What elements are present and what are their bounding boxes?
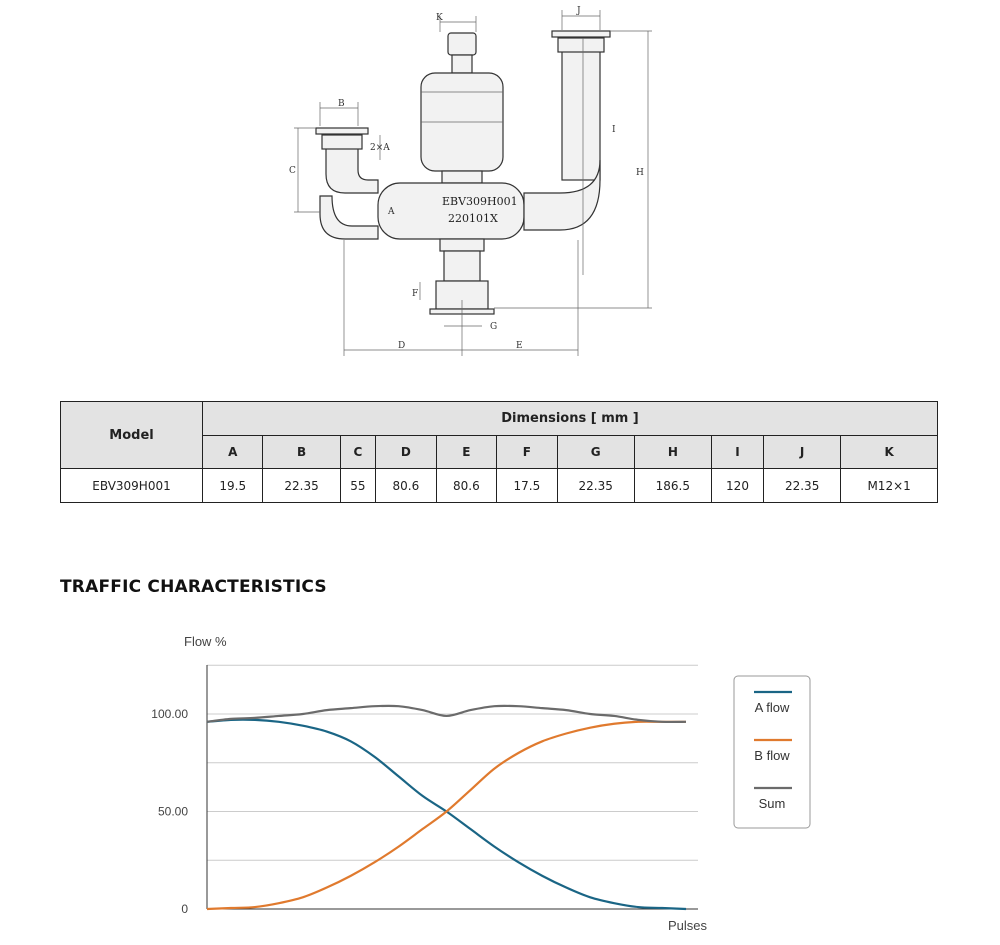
legend-label: A flow bbox=[755, 700, 790, 715]
col-header-c: C bbox=[339, 434, 377, 469]
table-row: EBV309H001 19.5 22.35 55 80.6 80.6 17.5 … bbox=[60, 468, 938, 503]
left-pipe bbox=[315, 127, 379, 240]
series-line-b-flow bbox=[206, 720, 686, 911]
actuator bbox=[420, 32, 504, 184]
cell-a: 19.5 bbox=[201, 468, 264, 503]
dim-label-k: K bbox=[436, 13, 443, 23]
cell-d: 80.6 bbox=[375, 468, 437, 503]
col-header-h: H bbox=[633, 434, 712, 469]
series-line-a-flow bbox=[206, 718, 687, 911]
cell-k: M12×1 bbox=[840, 468, 938, 503]
cell-j: 22.35 bbox=[763, 468, 842, 503]
dim-label-d: D bbox=[398, 341, 405, 351]
y-tick-label: 50.00 bbox=[158, 805, 188, 819]
dimension-lines bbox=[294, 10, 652, 356]
cell-i: 120 bbox=[710, 468, 765, 503]
col-header-g: G bbox=[556, 434, 635, 469]
cell-e: 80.6 bbox=[435, 468, 498, 503]
valve-technical-drawing: EBV309H001 220101X K J B C 2×A A I H F G… bbox=[289, 6, 652, 356]
model-header: Model bbox=[60, 401, 203, 469]
dim-label-g: G bbox=[490, 322, 497, 332]
dim-label-e: E bbox=[516, 341, 523, 351]
y-axis-label: Flow % bbox=[184, 634, 227, 649]
model-marking: EBV309H001 bbox=[442, 195, 518, 208]
dim-label-b: B bbox=[338, 99, 345, 109]
cell-h: 186.5 bbox=[633, 468, 712, 503]
dim-label-a: A bbox=[387, 207, 395, 217]
cell-c: 55 bbox=[339, 468, 377, 503]
legend-label: B flow bbox=[754, 748, 790, 763]
dim-label-c: C bbox=[289, 166, 296, 176]
col-header-i: I bbox=[710, 434, 765, 469]
grid-lines bbox=[207, 664, 698, 910]
dim-label-f: F bbox=[412, 289, 418, 299]
col-header-e: E bbox=[435, 434, 498, 469]
y-tick-label: 100.00 bbox=[151, 707, 188, 721]
col-header-d: D bbox=[375, 434, 437, 469]
col-header-b: B bbox=[262, 434, 341, 469]
dimensions-table: Model Dimensions [ mm ] A B C D E F G H … bbox=[60, 401, 938, 503]
dim-label-i: I bbox=[612, 125, 616, 135]
y-tick-label: 0 bbox=[181, 902, 188, 916]
cell-b: 22.35 bbox=[262, 468, 341, 503]
series-line-sum bbox=[206, 704, 687, 724]
valve-body bbox=[377, 182, 525, 315]
dimensions-header: Dimensions [ mm ] bbox=[202, 401, 938, 436]
dim-label-2a: 2×A bbox=[370, 143, 390, 153]
dim-label-j: J bbox=[576, 6, 581, 16]
col-header-k: K bbox=[840, 434, 938, 469]
cell-f: 17.5 bbox=[496, 468, 558, 503]
x-axis-label: Pulses bbox=[668, 918, 708, 933]
col-header-a: A bbox=[201, 434, 264, 469]
dim-label-h: H bbox=[636, 168, 644, 178]
col-header-f: F bbox=[496, 434, 558, 469]
right-pipe bbox=[523, 30, 611, 231]
cell-g: 22.35 bbox=[556, 468, 635, 503]
serial-marking: 220101X bbox=[448, 212, 498, 225]
col-header-j: J bbox=[763, 434, 842, 469]
legend-label: Sum bbox=[759, 796, 786, 811]
legend-box bbox=[733, 675, 811, 829]
traffic-characteristics-chart: 0 50.00 100.00 Flow % Pulses A flow B flowS… bbox=[151, 634, 811, 933]
cell-model: EBV309H001 bbox=[60, 468, 203, 503]
section-title: TRAFFIC CHARACTERISTICS bbox=[60, 577, 327, 597]
